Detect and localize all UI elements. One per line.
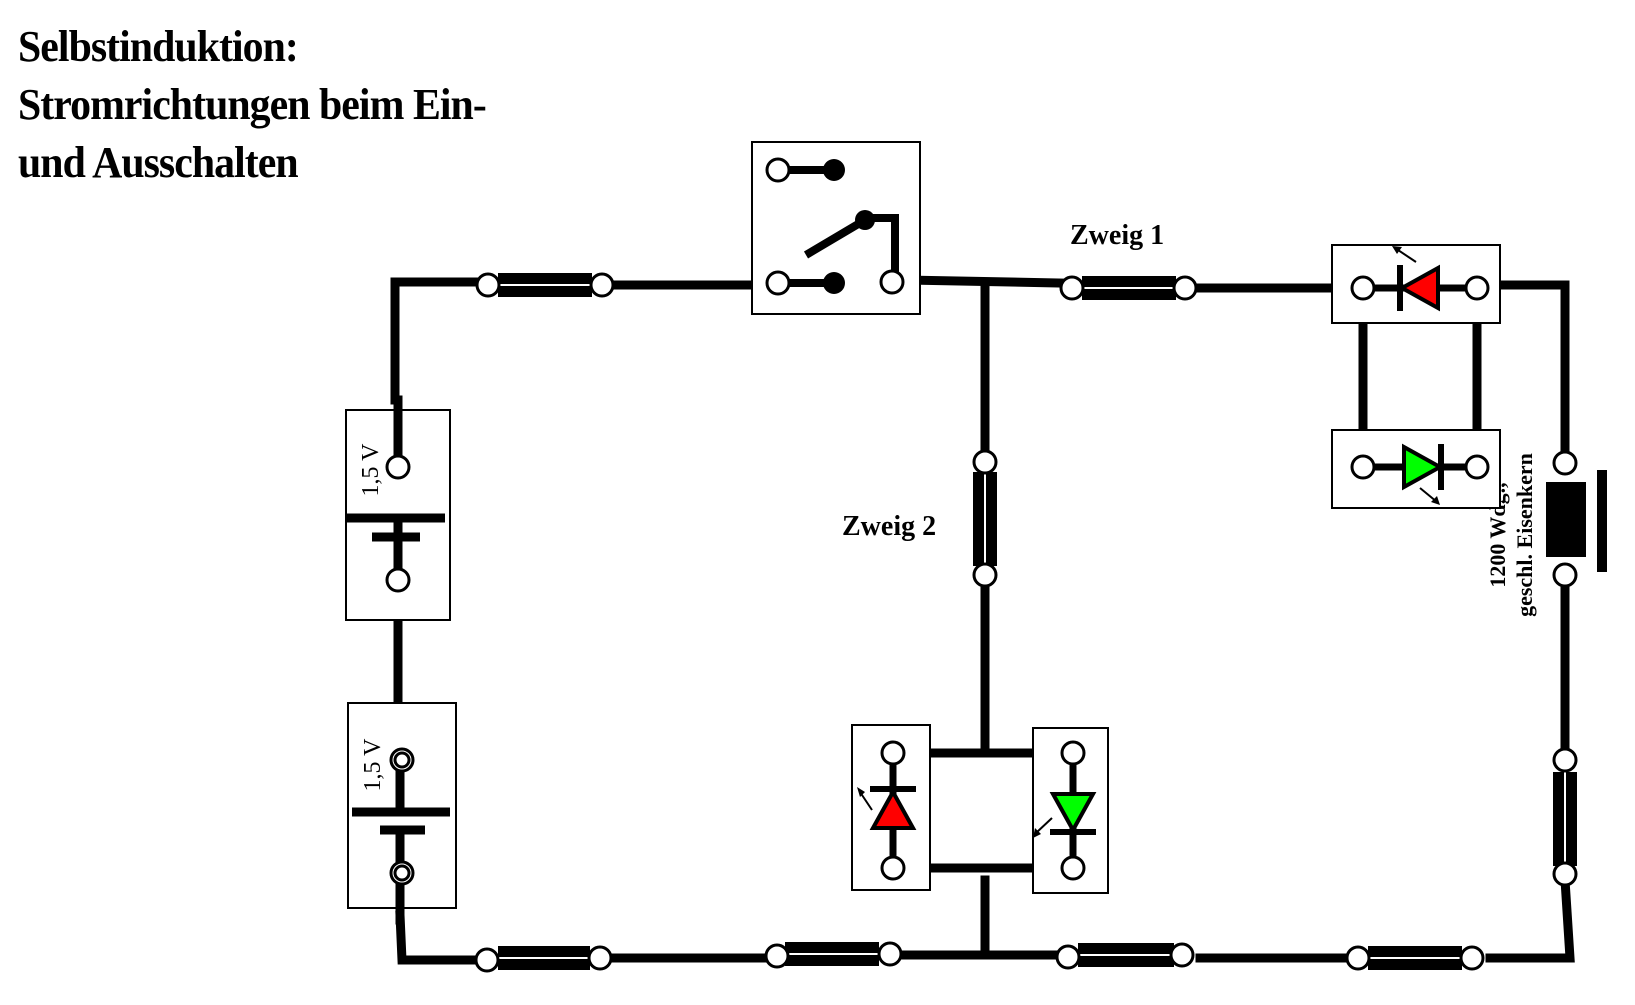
connector-bottom-1: [474, 945, 613, 973]
connector-right-end-a: [1552, 747, 1578, 773]
coil-iron-core: [1597, 470, 1607, 572]
green-led-icon: [1402, 443, 1445, 491]
connector-top-left-end-b: [589, 272, 615, 298]
led-bottom-red: [851, 724, 931, 891]
battery-top: 1,5 V: [345, 395, 451, 621]
switch-upper-terminal-dot: [823, 159, 845, 181]
wire-top-left: [390, 277, 485, 405]
switch-lever: [803, 216, 868, 259]
led-bottom-red-arrow-head: [857, 787, 865, 797]
connector-bottom-3-end-a: [1055, 944, 1081, 970]
connector-bottom-3: [1055, 942, 1195, 970]
led-right-red-terminal-b: [1464, 275, 1490, 301]
iron-core-coil-icon: 1200 Wdg., geschl. Eisenkern: [1485, 450, 1607, 617]
connector-zweig2: [972, 449, 998, 588]
battery-bottom-terminal-minus-inner: [393, 864, 411, 882]
connector-bottom-1-end-a: [474, 947, 500, 973]
green-led-icon-2: [1049, 792, 1097, 835]
switch-common-lead: [868, 214, 899, 280]
red-led-icon-2: [869, 787, 917, 830]
title-line-1: Selbstinduktion:: [18, 22, 299, 71]
connector-bottom-4: [1345, 945, 1485, 971]
led-right-green: [1331, 429, 1501, 509]
connector-right: [1552, 747, 1578, 887]
zweig-1-label: Zweig 1: [1070, 220, 1164, 251]
coil-terminal-bottom: [1552, 562, 1578, 588]
title-line-3: und Ausschalten: [18, 138, 299, 187]
battery-bottom: 1,5 V: [347, 702, 457, 925]
connector-top-left: [475, 272, 615, 298]
coil-label-line2: geschl. Eisenkern: [1512, 453, 1537, 617]
switch-upper-terminal-open: [765, 157, 791, 183]
connector-bottom-2: [764, 941, 903, 969]
connector-bottom-3-end-b: [1169, 942, 1195, 968]
led-bottom-red-terminal-a: [880, 740, 906, 766]
led-right-red-arrow-head: [1392, 246, 1402, 254]
connector-zweig1-end-a: [1059, 275, 1085, 301]
connector-bottom-2-end-a: [764, 943, 790, 969]
wiring: [390, 275, 1575, 965]
connector-top-left-end-a: [475, 272, 501, 298]
connector-zweig2-end-a: [972, 449, 998, 475]
coil-terminal-top: [1552, 450, 1578, 476]
led-bottom-red-terminal-b: [880, 855, 906, 881]
switch-icon[interactable]: [751, 141, 921, 315]
connector-zweig2-end-b: [972, 562, 998, 588]
led-bottom-green-arrow: [1035, 817, 1053, 834]
connector-bottom-1-end-b: [587, 945, 613, 971]
led-bottom-green-arrow-head: [1033, 828, 1041, 838]
led-right-red: [1331, 244, 1501, 324]
led-bottom-green-terminal-a: [1060, 740, 1086, 766]
battery-bottom-terminal-plus-inner: [393, 751, 411, 769]
wire-right-top: [1490, 280, 1570, 460]
switch-lower-terminal-open: [765, 270, 791, 296]
connector-bottom-4-end-a: [1345, 945, 1371, 971]
title-line-2: Stromrichtungen beim Ein-: [18, 80, 487, 129]
switch-lower-terminal-dot: [823, 272, 845, 294]
connector-right-end-b: [1552, 861, 1578, 887]
diagram-title: Selbstinduktion: Stromrichtungen beim Ei…: [18, 18, 487, 192]
battery-top-label: 1,5 V: [358, 443, 384, 497]
led-bottom-green: [1032, 727, 1109, 894]
connector-zweig1: [1059, 275, 1198, 301]
red-led-icon: [1397, 264, 1440, 312]
switch-common-terminal: [879, 269, 905, 295]
battery-top-terminal-minus: [385, 567, 411, 593]
led-right-red-terminal-a: [1350, 275, 1376, 301]
connector-bottom-2-end-b: [877, 941, 903, 967]
led-right-green-arrow-head: [1431, 496, 1440, 505]
wire-right-bottom: [1485, 875, 1575, 963]
coil-winding: [1546, 482, 1586, 557]
connector-zweig1-end-b: [1172, 275, 1198, 301]
connector-bottom-4-end-b: [1459, 945, 1485, 971]
zweig-2-label: Zweig 2: [842, 511, 936, 542]
battery-bottom-label: 1,5 V: [360, 738, 386, 792]
battery-top-terminal-plus: [385, 454, 411, 480]
led-right-green-terminal-a: [1350, 454, 1376, 480]
led-right-green-terminal-b: [1464, 454, 1490, 480]
wire-bottom-left: [395, 910, 483, 965]
led-bottom-green-terminal-b: [1060, 855, 1086, 881]
